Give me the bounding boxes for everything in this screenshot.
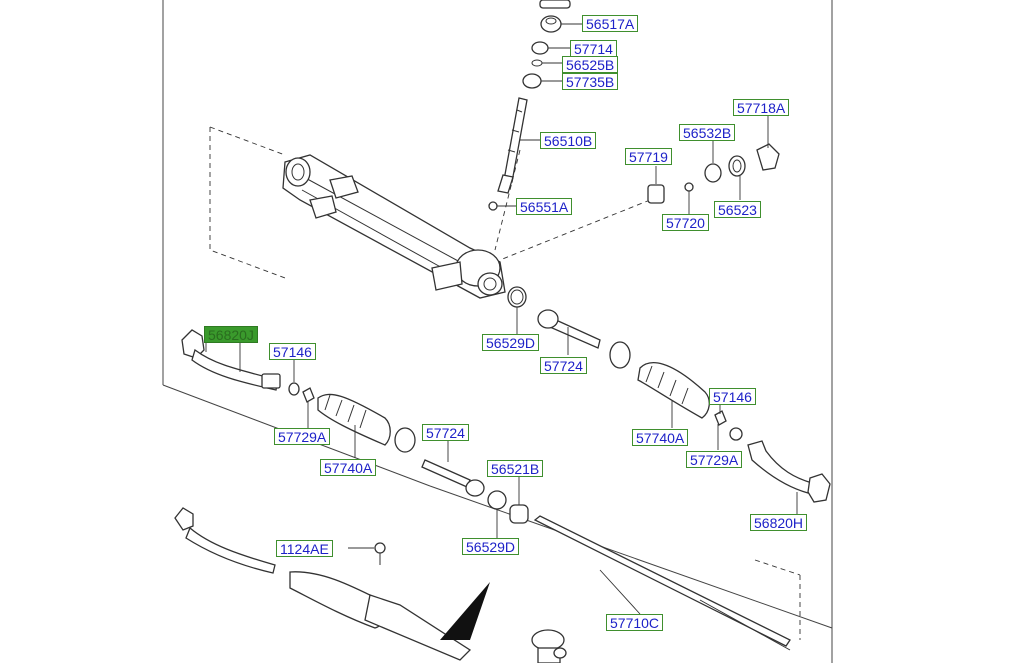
left-boot xyxy=(317,393,391,446)
callout-57724-upper[interactable]: 57724 xyxy=(540,357,587,374)
rack-housing xyxy=(282,154,506,299)
callout-56529d-upper[interactable]: 56529D xyxy=(482,334,540,351)
callout-57146-left[interactable]: 57146 xyxy=(269,343,316,360)
callout-57720[interactable]: 57720 xyxy=(662,214,709,231)
callout-57718a[interactable]: 57718A xyxy=(733,99,790,116)
callout-57724-lower[interactable]: 57724 xyxy=(422,424,469,441)
callout-57740a-left[interactable]: 57740A xyxy=(320,459,377,476)
callout-56525b[interactable]: 56525B xyxy=(562,56,619,73)
left-tie-rod-end xyxy=(181,329,315,403)
assembly-guide-lines xyxy=(209,126,801,640)
callout-57729a-right[interactable]: 57729A xyxy=(686,451,743,468)
callout-56820h[interactable]: 56820H xyxy=(750,514,808,531)
callout-56510b[interactable]: 56510B xyxy=(540,132,597,149)
right-tie-rod-end xyxy=(747,440,831,503)
callout-57735b[interactable]: 57735B xyxy=(562,73,619,90)
callout-57146-right[interactable]: 57146 xyxy=(709,388,756,405)
callout-57714[interactable]: 57714 xyxy=(570,40,617,57)
callout-56521b[interactable]: 56521B xyxy=(487,460,544,477)
callout-56529d-lower[interactable]: 56529D xyxy=(462,538,520,555)
callout-56820j-selected[interactable]: 56820J xyxy=(204,326,258,343)
pinion-shaft xyxy=(488,97,528,211)
callout-56551a[interactable]: 56551A xyxy=(516,198,573,215)
callout-leader-lines xyxy=(205,23,798,615)
callout-56532b[interactable]: 56532B xyxy=(679,124,736,141)
callout-57740a-right[interactable]: 57740A xyxy=(632,429,689,446)
bottom-assembly xyxy=(174,507,567,663)
callout-56523[interactable]: 56523 xyxy=(714,201,761,218)
o-rings-and-inner-rods xyxy=(394,286,631,524)
callout-57719[interactable]: 57719 xyxy=(625,148,672,165)
right-boot xyxy=(637,362,743,441)
pinion-seal-stack xyxy=(522,0,571,89)
callout-57729a-left[interactable]: 57729A xyxy=(274,428,331,445)
callout-1124ae[interactable]: 1124AE xyxy=(276,540,333,557)
callout-57710c[interactable]: 57710C xyxy=(606,614,664,631)
rack-bar xyxy=(533,515,791,651)
callout-56517a[interactable]: 56517A xyxy=(582,15,639,32)
